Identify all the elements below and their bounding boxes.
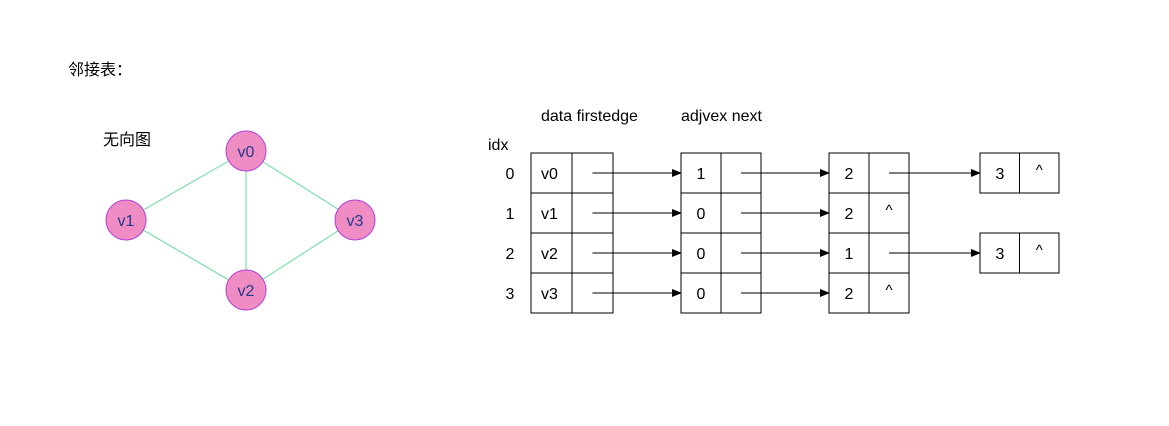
row-idx: 2 xyxy=(506,246,515,263)
graph-node-label: v3 xyxy=(347,213,364,230)
graph-node-label: v1 xyxy=(118,213,135,230)
null-pointer: ^ xyxy=(1036,242,1043,259)
vertex-data: v1 xyxy=(541,206,558,223)
graph-edge-v1-v2 xyxy=(142,229,230,281)
vertex-header: data firstedge xyxy=(541,108,638,125)
graph-nodes: v0 v1 v2 v3 xyxy=(105,130,376,311)
row-idx: 0 xyxy=(506,166,515,183)
graph-edge-v0-v3 xyxy=(262,161,339,210)
graph-node-v2 xyxy=(225,269,267,311)
vertex-data: v3 xyxy=(541,286,558,303)
graph-node-v0 xyxy=(225,130,267,172)
adjvex-value: 3 xyxy=(996,246,1005,263)
adjvex-value: 1 xyxy=(697,166,706,183)
graph-node-label: v0 xyxy=(238,144,255,161)
graph-label: 无向图 xyxy=(103,132,152,149)
row-idx: 1 xyxy=(506,206,515,223)
edge-header: adjvex next xyxy=(681,108,762,125)
adjvex-value: 1 xyxy=(845,246,854,263)
adjvex-value: 3 xyxy=(996,166,1005,183)
idx-header: idx xyxy=(488,137,509,154)
null-pointer: ^ xyxy=(1036,162,1043,179)
vertex-data: v0 xyxy=(541,166,558,183)
graph-node-v3 xyxy=(334,199,376,241)
page-title: 邻接表： xyxy=(68,62,133,79)
adjvex-value: 0 xyxy=(697,286,706,303)
adjvex-value: 2 xyxy=(845,286,854,303)
graph-edge-v2-v3 xyxy=(262,230,339,280)
adjacency-table: 0 v0 1 2 3 ^ 1 v1 0 2 ^ 2 v2 0 1 3 ^ 3 v3 0 2 ^ xyxy=(506,152,1060,314)
graph-node-label: v2 xyxy=(238,283,255,300)
graph-edges xyxy=(142,160,339,281)
vertex-data: v2 xyxy=(541,246,558,263)
graph-node-v1 xyxy=(105,199,147,241)
null-pointer: ^ xyxy=(885,282,892,299)
null-pointer: ^ xyxy=(885,202,892,219)
adjvex-value: 0 xyxy=(697,206,706,223)
adjvex-value: 2 xyxy=(845,166,854,183)
adjvex-value: 2 xyxy=(845,206,854,223)
row-idx: 3 xyxy=(506,286,515,303)
graph-edge-v0-v1 xyxy=(143,160,229,211)
adjvex-value: 0 xyxy=(697,246,706,263)
